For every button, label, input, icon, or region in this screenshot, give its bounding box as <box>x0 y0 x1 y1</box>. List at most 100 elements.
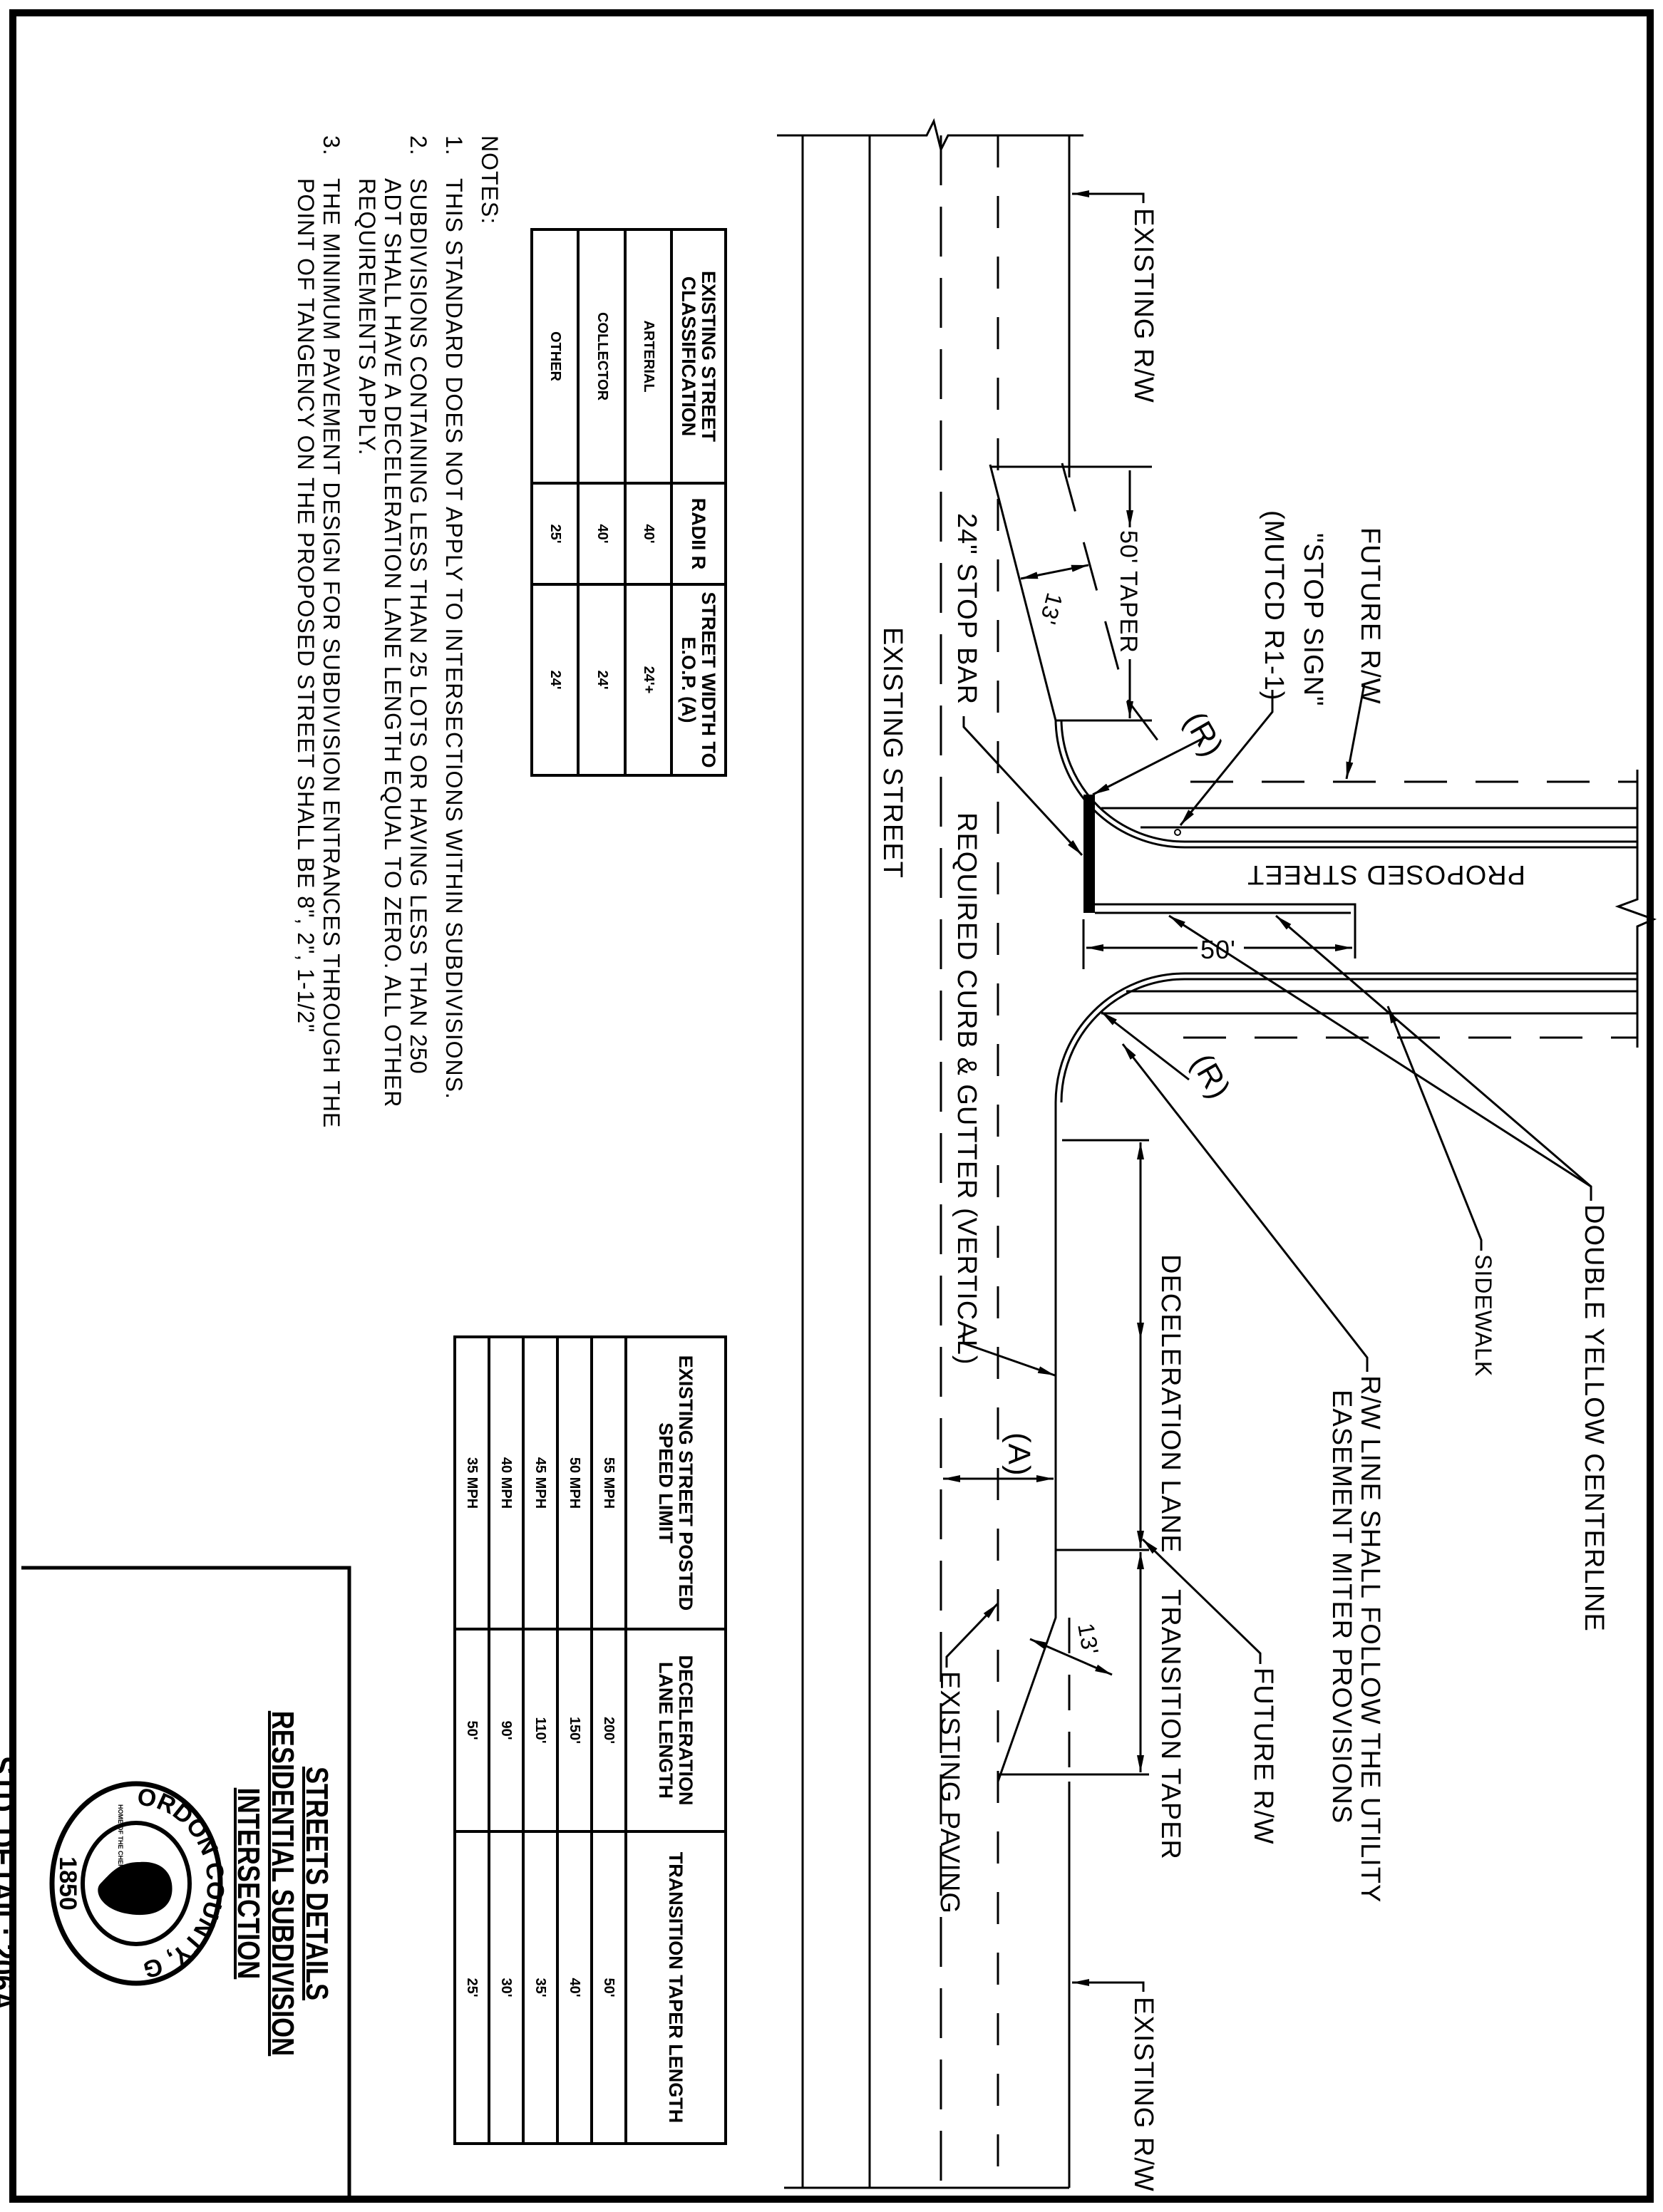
label-existing-street: EXISTING STREET <box>877 627 907 879</box>
cell: 24'+ <box>624 584 671 775</box>
cell: 45 MPH <box>523 1337 557 1629</box>
stop-sign-symbol <box>1174 829 1181 836</box>
radii-header-radii: RADII R <box>671 483 726 584</box>
note-item: 1.THIS STANDARD DOES NOT APPLY TO INTERS… <box>441 135 467 1190</box>
radius-top-line <box>1092 736 1205 796</box>
label-dim-a: (A) <box>1002 1432 1036 1477</box>
label-13-bottom: 13' <box>1073 1621 1103 1657</box>
leader-future-rw-bottom <box>1141 1538 1262 1664</box>
radii-header-classification: EXISTING STREET CLASSIFICATION <box>671 229 726 483</box>
radii-table: EXISTING STREET CLASSIFICATION RADII R S… <box>530 228 727 777</box>
label-existing-rw-bottom: EXISTING R/W <box>1128 1997 1158 2192</box>
leader-sidewalk <box>1386 1006 1483 1251</box>
dim13-bottom-line <box>1029 1638 1113 1676</box>
label-decel-lane: DECELERATION LANE <box>1155 1254 1185 1554</box>
label-double-yellow: DOUBLE YELLOW CENTERLINE <box>1579 1204 1609 1632</box>
cell: 35' <box>523 1831 557 2144</box>
label-mutcd: (MUTCD R1-1) <box>1259 510 1289 701</box>
notes: NOTES: 1.THIS STANDARD DOES NOT APPLY TO… <box>225 135 503 1190</box>
std-detail-number: STD. DETAIL: 206A <box>0 1756 21 2011</box>
label-rw-line-1: R/W LINE SHALL FOLLOW THE UTILITY <box>1355 1375 1385 1903</box>
cell: 150' <box>557 1629 592 1831</box>
leader-existing-rw-bottom <box>1072 1979 1145 1992</box>
seal-cherokee-icon <box>98 1861 173 1916</box>
note-text: SUBDIVISIONS CONTAINING LESS THAN 25 LOT… <box>354 178 431 1108</box>
label-future-rw-bottom: FUTURE R/W <box>1248 1668 1278 1845</box>
cell: 25' <box>532 483 579 584</box>
cell: 40' <box>624 483 671 584</box>
note-text: THE MINIMUM PAVEMENT DESIGN FOR SUBDIVIS… <box>293 178 344 1129</box>
label-13-top: 13' <box>1035 590 1068 627</box>
label-transition-taper: TRANSITION TAPER <box>1155 1589 1185 1860</box>
cell: OTHER <box>532 229 579 483</box>
decel-header-taper: TRANSITION TAPER LENGTH <box>626 1831 726 2144</box>
cell: ARTERIAL <box>624 229 671 483</box>
note-text: THIS STANDARD DOES NOT APPLY TO INTERSEC… <box>441 178 467 1100</box>
cell: 40 MPH <box>489 1337 523 1629</box>
double-yellow-centerline <box>1095 903 1356 958</box>
cell: 25' <box>455 1831 489 2144</box>
seal-year: 1850 <box>54 1856 81 1911</box>
note-number: 3. <box>319 135 344 156</box>
leader-future-rw-top <box>1345 683 1366 780</box>
lower-curb-return-inner <box>1060 978 1637 1103</box>
gordon-county-seal: GORDON COUNTY, GA. 1850 HOME OF THE CHER… <box>49 1777 225 1986</box>
label-dim-50: 50' <box>1200 935 1236 964</box>
break-line-proposed-street <box>1615 770 1657 1048</box>
cell: 50' <box>455 1629 489 1831</box>
notes-heading: NOTES: <box>477 135 503 225</box>
break-line-top <box>777 118 1083 153</box>
leader-curb-gutter <box>962 1333 1056 1377</box>
label-50-taper: 50' TAPER <box>1115 530 1142 653</box>
label-radius-bottom: (R) <box>1184 1048 1237 1105</box>
cell: 55 MPH <box>592 1337 626 1629</box>
cell: 40' <box>578 483 625 584</box>
leader-existing-rw-top <box>1072 190 1145 203</box>
decel-header-speed: EXISTING STREET POSTED SPEED LIMIT <box>626 1337 726 1629</box>
label-stop-bar: 24" STOP BAR <box>952 513 982 705</box>
deceleration-table: EXISTING STREET POSTED SPEED LIMIT DECEL… <box>453 1335 727 2145</box>
cell: 24' <box>532 584 579 775</box>
seal-motto: HOME OF THE CHEROKEES <box>117 1804 124 1891</box>
upper-curb-return-inner <box>1060 720 1637 843</box>
cell: 110' <box>523 1629 557 1831</box>
cell: 40' <box>557 1831 592 2144</box>
note-item: 2. SUBDIVISIONS CONTAINING LESS THAN 25 L… <box>354 135 431 1119</box>
note-item: 3. THE MINIMUM PAVEMENT DESIGN FOR SUBDIV… <box>293 135 344 1176</box>
cell: 90' <box>489 1629 523 1831</box>
label-existing-rw-top: EXISTING R/W <box>1128 208 1158 403</box>
title-subdivision-intersection: RESIDENTIAL SUBDIVISION INTERSECTION <box>231 1710 300 2057</box>
note-number: 2. <box>406 135 431 156</box>
radius-bottom-line <box>1101 1011 1190 1081</box>
cell: 35 MPH <box>455 1337 489 1629</box>
label-future-rw-top: FUTURE R/W <box>1355 527 1385 705</box>
leader-existing-paving <box>945 1602 999 1668</box>
decel-header-length: DECELERATION LANE LENGTH <box>626 1629 726 1831</box>
leader-stop-bar <box>962 716 1083 857</box>
sheet-border <box>9 9 1654 2203</box>
leader-rw-line <box>1121 1043 1369 1372</box>
radii-header-width: STREET WIDTH TO E.O.P. (A) <box>671 584 726 775</box>
label-sidewalk: SIDEWALK <box>1471 1254 1496 1377</box>
cell: 200' <box>592 1629 626 1831</box>
stop-bar <box>1083 795 1095 913</box>
lower-curb-return-decel-lane <box>997 972 1637 1782</box>
label-proposed-street: PROPOSED STREET <box>1247 859 1525 889</box>
title-streets-details: STREETS DETAILS <box>299 1766 334 2001</box>
title-block-frame <box>21 1566 351 2199</box>
upper-taper-lane-line <box>1061 462 1170 756</box>
label-curb-gutter: REQUIRED CURB & GUTTER (VERTICAL) <box>952 812 982 1365</box>
existing-street-lines <box>777 118 1657 2189</box>
label-existing-paving: EXISTING PAVING <box>935 1671 964 1914</box>
title-block: STREETS DETAILS RESIDENTIAL SUBDIVISION … <box>0 1568 348 2199</box>
cell: 30' <box>489 1831 523 2144</box>
cell: 24' <box>578 584 625 775</box>
